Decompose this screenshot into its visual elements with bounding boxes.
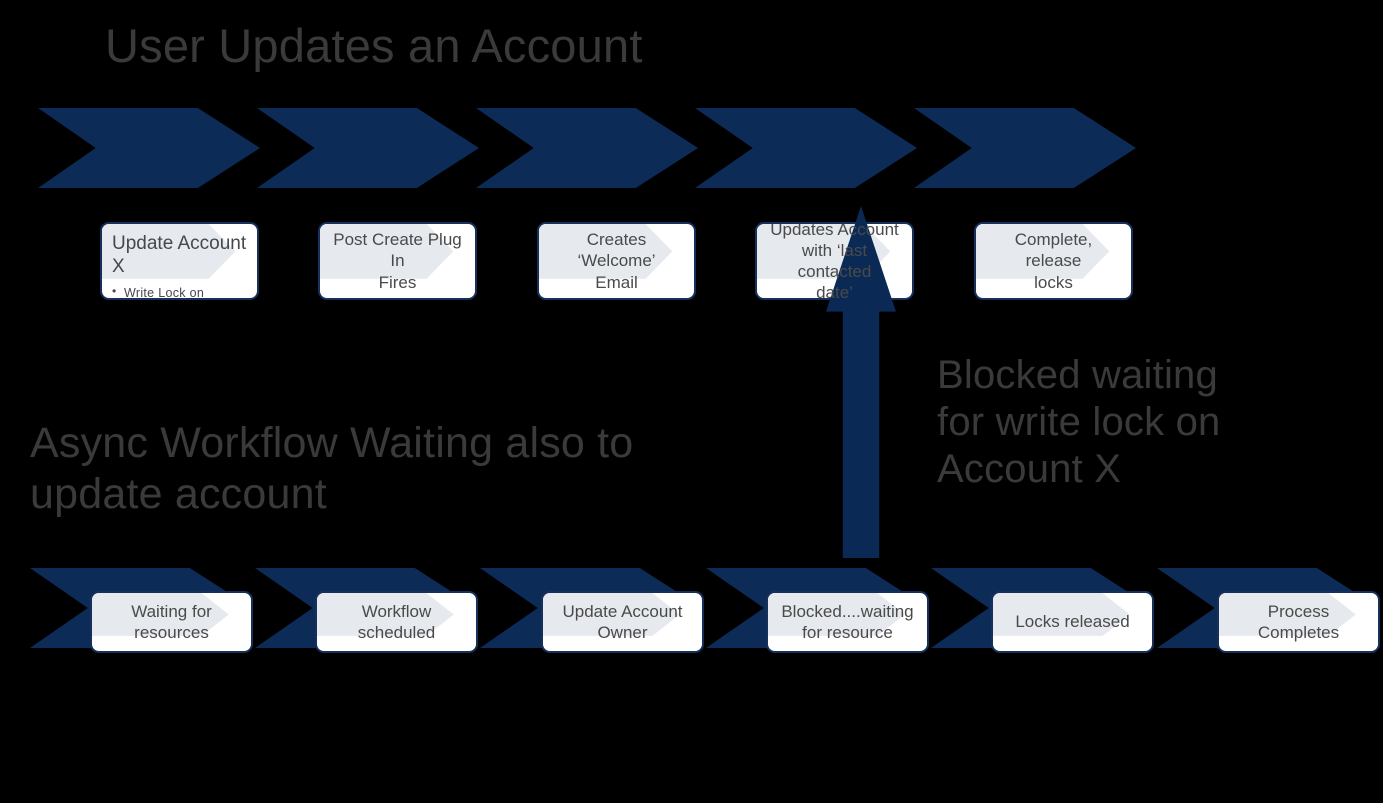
- flow-step-label: Process Completes: [1257, 601, 1340, 642]
- flow-step-card-top_flow-3[interactable]: Creates ‘Welcome’ Email: [537, 222, 696, 300]
- flow-step-label: Update Account X: [112, 233, 247, 277]
- flow-step-card-bottom_flow-3[interactable]: Update Account Owner: [541, 591, 704, 653]
- page-title-async-workflow: Async Workflow Waiting also to update ac…: [30, 419, 634, 518]
- flow-step-card-bottom_flow-5[interactable]: Locks released: [991, 591, 1154, 653]
- flow-step-card-top_flow-4[interactable]: Updates Account with ‘last contacted dat…: [755, 222, 914, 300]
- chevron-arrow-top_flow-4: [695, 108, 917, 188]
- flow-step-label: Post Create Plug In Fires: [333, 230, 462, 292]
- chevron-arrow-top_flow-1: [38, 108, 260, 188]
- flow-step-label: Workflow scheduled: [357, 601, 436, 642]
- bottom-flow-row: Waiting for resources Workflow scheduled U…: [0, 560, 1383, 670]
- chevron-arrow-top_flow-3: [476, 108, 698, 188]
- flow-step-label: Locks released: [1015, 612, 1130, 632]
- flow-step-card-top_flow-2[interactable]: Post Create Plug In Fires: [318, 222, 477, 300]
- flow-step-card-top_flow-5[interactable]: Complete, release locks: [974, 222, 1133, 300]
- flow-step-label: Update Account Owner: [562, 601, 683, 642]
- flow-step-card-bottom_flow-2[interactable]: Workflow scheduled: [315, 591, 478, 653]
- flow-step-card-top_flow-1[interactable]: Update Account X Write Lock on Account X: [100, 222, 259, 300]
- chevron-arrow-top_flow-5: [914, 108, 1136, 188]
- top-flow-row: Update Account X Write Lock on Account X P…: [0, 100, 1383, 300]
- flow-step-label: Blocked....waiting for resource: [781, 601, 914, 642]
- flow-step-label: Updates Account with ‘last contacted dat…: [770, 222, 899, 300]
- blocked-waiting-annotation: Blocked waiting for write lock on Accoun…: [937, 353, 1221, 492]
- flow-step-card-bottom_flow-1[interactable]: Waiting for resources: [90, 591, 253, 653]
- chevron-arrow-top_flow-2: [257, 108, 479, 188]
- flow-step-card-bottom_flow-4[interactable]: Blocked....waiting for resource: [766, 591, 929, 653]
- flow-step-bullet-list: Write Lock on Account X: [102, 284, 257, 298]
- flow-step-card-bottom_flow-6[interactable]: Process Completes: [1217, 591, 1380, 653]
- flow-step-bullet: Write Lock on Account X: [112, 284, 247, 298]
- page-title-user-updates-account: User Updates an Account: [105, 19, 643, 72]
- flow-step-label: Complete, release locks: [1014, 230, 1093, 292]
- flow-step-label: Creates ‘Welcome’ Email: [577, 230, 656, 292]
- flow-step-label: Waiting for resources: [131, 601, 212, 642]
